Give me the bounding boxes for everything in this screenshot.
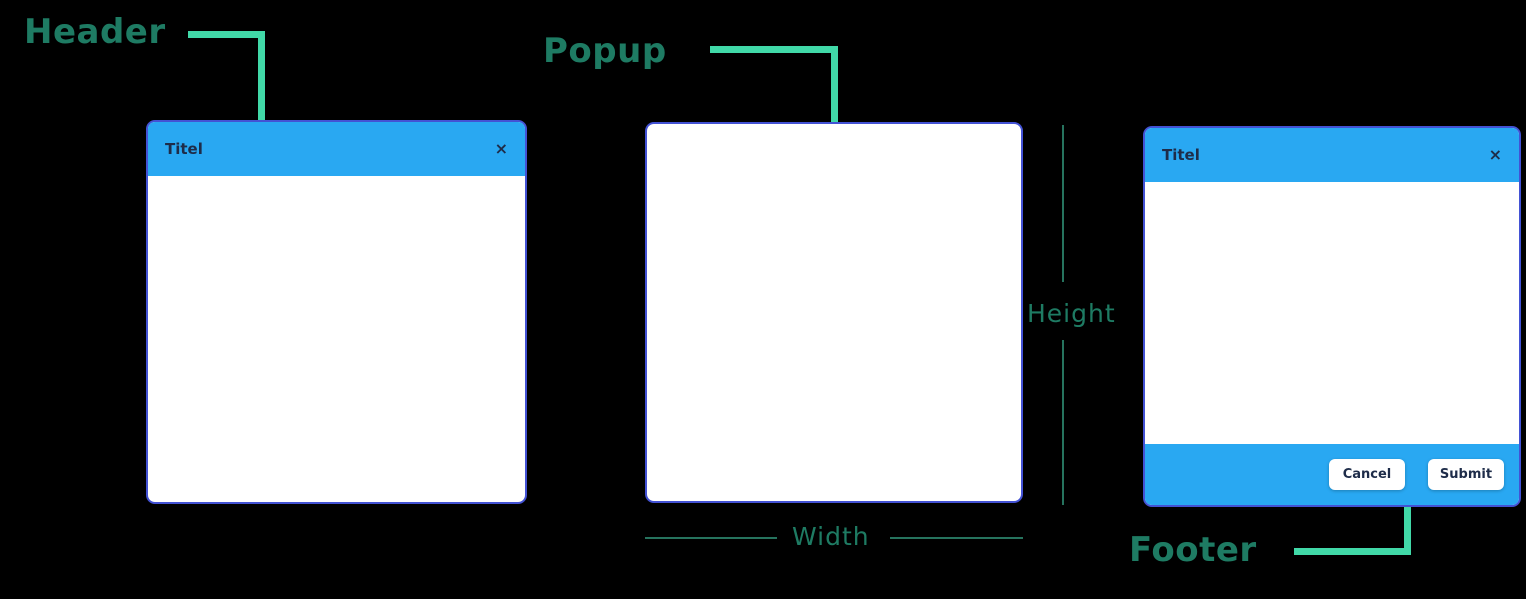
width-dimension-label: Width xyxy=(792,522,870,551)
header-connector-line-horizontal xyxy=(188,31,265,38)
popup-connector-line-horizontal xyxy=(710,46,838,53)
popup-title: Titel xyxy=(1162,146,1200,164)
popup-body xyxy=(148,176,525,502)
width-dimension-line-right xyxy=(890,537,1023,539)
popup-title: Titel xyxy=(165,140,203,158)
header-annotation-label: Header xyxy=(24,12,166,52)
height-dimension-line-bottom xyxy=(1062,340,1064,505)
footer-connector-line-horizontal xyxy=(1294,548,1411,555)
height-dimension-line-top xyxy=(1062,125,1064,282)
cancel-button[interactable]: Cancel xyxy=(1329,459,1405,490)
popup-header-bar: Titel × xyxy=(1145,128,1519,182)
popup-annotation-label: Popup xyxy=(543,31,667,71)
close-icon[interactable]: × xyxy=(494,139,508,158)
footer-annotation-label: Footer xyxy=(1129,530,1257,570)
popup-footer-bar: Cancel Submit xyxy=(1145,444,1519,505)
popup-connector-line-vertical xyxy=(831,46,838,123)
popup-window-footer-example: Titel × Cancel Submit xyxy=(1143,126,1521,507)
header-connector-line-vertical xyxy=(258,31,265,145)
submit-button[interactable]: Submit xyxy=(1428,459,1504,490)
popup-header-bar: Titel × xyxy=(148,122,525,176)
close-icon[interactable]: × xyxy=(1488,145,1502,164)
popup-window-header-example: Titel × xyxy=(146,120,527,504)
popup-body xyxy=(647,124,1021,501)
footer-connector-line-vertical xyxy=(1404,505,1411,555)
height-dimension-label: Height xyxy=(1027,299,1116,328)
width-dimension-line-left xyxy=(645,537,777,539)
popup-body xyxy=(1145,182,1519,444)
popup-window-dimensions-example xyxy=(645,122,1023,503)
